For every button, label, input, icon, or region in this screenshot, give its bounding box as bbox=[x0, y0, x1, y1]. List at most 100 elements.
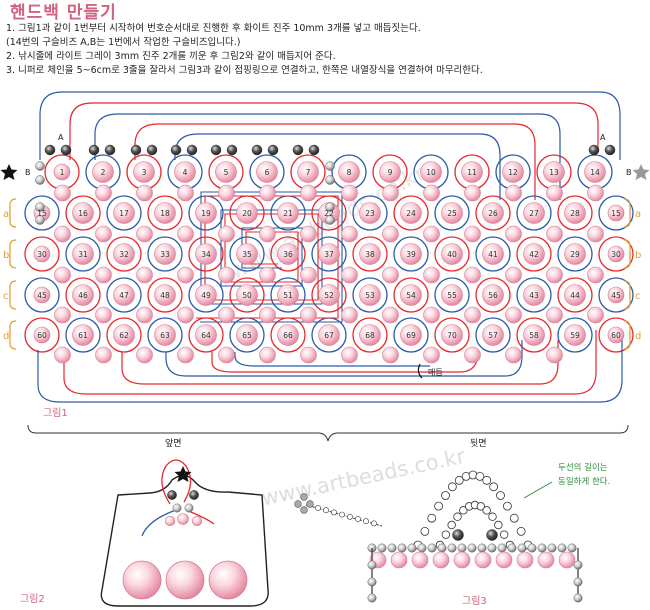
pearl-bead bbox=[218, 184, 235, 202]
note-line-1: 두선의 길이는 bbox=[558, 462, 608, 473]
pearl-bead bbox=[72, 324, 94, 346]
bead-number: 65 bbox=[242, 331, 252, 340]
grey-bead bbox=[377, 543, 387, 553]
pearl-bead bbox=[441, 243, 463, 265]
bead-number: 21 bbox=[283, 209, 293, 218]
pearl-bead bbox=[256, 161, 278, 183]
grey-bead bbox=[517, 543, 527, 553]
chain-link bbox=[516, 526, 526, 536]
bead-number: 26 bbox=[488, 209, 498, 218]
grey-bead bbox=[387, 543, 397, 553]
chain-beads bbox=[315, 470, 583, 603]
pearl-bead bbox=[382, 184, 399, 202]
bead-number: 60 bbox=[37, 331, 47, 340]
pearl-bead bbox=[177, 184, 194, 202]
pearl-bead bbox=[113, 202, 135, 224]
bead-number: 6 bbox=[265, 168, 270, 177]
pearl-bead bbox=[461, 161, 483, 183]
pearl-bead bbox=[505, 266, 522, 284]
pearl-bead bbox=[411, 551, 429, 569]
pearl-bead bbox=[423, 306, 440, 324]
pearl-bead bbox=[546, 306, 563, 324]
pearl-bead bbox=[218, 225, 235, 243]
pearl-bead bbox=[136, 306, 153, 324]
pearl-bead bbox=[338, 161, 360, 183]
bead-a-label-right: A bbox=[600, 133, 606, 142]
bead-number: 32 bbox=[119, 250, 129, 259]
chain-link bbox=[355, 516, 361, 522]
grey-bead bbox=[557, 543, 567, 553]
pearl-bead bbox=[113, 324, 135, 346]
chain-link bbox=[315, 505, 321, 511]
pearl-bead bbox=[95, 184, 112, 202]
pearl-bead bbox=[218, 306, 235, 324]
bead-number: 22 bbox=[324, 209, 334, 218]
bead-a-label: A bbox=[58, 133, 64, 142]
pearl-bead bbox=[300, 346, 317, 364]
pearl-bead bbox=[382, 346, 399, 364]
chain-link bbox=[488, 512, 497, 521]
step-1: 1. 그림1과 같이 1번부터 시작하여 번호순서대로 진행한 후 화이트 진주… bbox=[6, 23, 421, 34]
watermark-group: www.artbeads.co.kr www.artbeads.co.kr bbox=[226, 161, 468, 511]
pearl-bead bbox=[54, 184, 71, 202]
grey-bead bbox=[573, 593, 583, 603]
pearl-bead bbox=[259, 346, 276, 364]
row-label: b bbox=[3, 250, 9, 261]
chain-link bbox=[363, 518, 369, 525]
pearl-bead bbox=[607, 326, 625, 344]
bead-number: 40 bbox=[447, 250, 457, 259]
bead-number: 43 bbox=[529, 291, 539, 300]
pattern-beads bbox=[33, 144, 625, 364]
chain-link bbox=[454, 475, 464, 485]
pearl-bead bbox=[382, 266, 399, 284]
front-bracket bbox=[27, 424, 629, 442]
start-star-icon bbox=[174, 466, 192, 482]
bead-number: 7 bbox=[306, 168, 311, 177]
bead-number: 14 bbox=[590, 168, 600, 177]
chain-link bbox=[434, 501, 444, 511]
pearl-bead bbox=[236, 202, 258, 224]
start-star-icon bbox=[0, 164, 18, 180]
bead-number: 68 bbox=[365, 331, 375, 340]
bead-number: 50 bbox=[242, 291, 252, 300]
bead-number: 15 bbox=[37, 209, 47, 218]
grey-bead bbox=[44, 144, 56, 156]
chain-link bbox=[509, 513, 519, 523]
bead-number: 67 bbox=[324, 331, 334, 340]
bead-number: 2 bbox=[101, 168, 106, 177]
bead-b-label: B bbox=[25, 168, 31, 177]
pearl-bead bbox=[546, 225, 563, 243]
pearl-bead bbox=[318, 324, 340, 346]
chain-link bbox=[347, 513, 353, 520]
grey-bead bbox=[146, 144, 158, 156]
grey-bead bbox=[170, 144, 182, 156]
pearl-bead bbox=[453, 551, 471, 569]
pearl-bead bbox=[154, 202, 176, 224]
bead-number: 30 bbox=[611, 250, 621, 259]
bead-number: 4 bbox=[183, 168, 188, 177]
grey-bead bbox=[467, 543, 477, 553]
grey-bead bbox=[88, 144, 100, 156]
grey-bead bbox=[507, 543, 517, 553]
pearl-bead bbox=[482, 202, 504, 224]
pearl-bead bbox=[523, 324, 545, 346]
chain-link bbox=[331, 509, 337, 516]
pearl-bead bbox=[195, 202, 217, 224]
chain-link bbox=[476, 502, 486, 511]
pearl-bead bbox=[464, 346, 481, 364]
row-label: a bbox=[3, 209, 9, 220]
pearl-bead bbox=[195, 324, 217, 346]
grey-bead bbox=[60, 144, 72, 156]
pearl-bead bbox=[607, 286, 625, 304]
bead-number: 34 bbox=[201, 250, 211, 259]
pearl-bead bbox=[587, 184, 604, 202]
figure3-label: 그림3 bbox=[462, 595, 487, 607]
grey-bead bbox=[604, 144, 616, 156]
pearl-bead bbox=[587, 266, 604, 284]
pearl-bead bbox=[54, 306, 71, 324]
row-label: a bbox=[635, 209, 641, 220]
pearl-bead bbox=[300, 266, 317, 284]
pearl-bead bbox=[432, 551, 450, 569]
pearl-bead bbox=[441, 202, 463, 224]
